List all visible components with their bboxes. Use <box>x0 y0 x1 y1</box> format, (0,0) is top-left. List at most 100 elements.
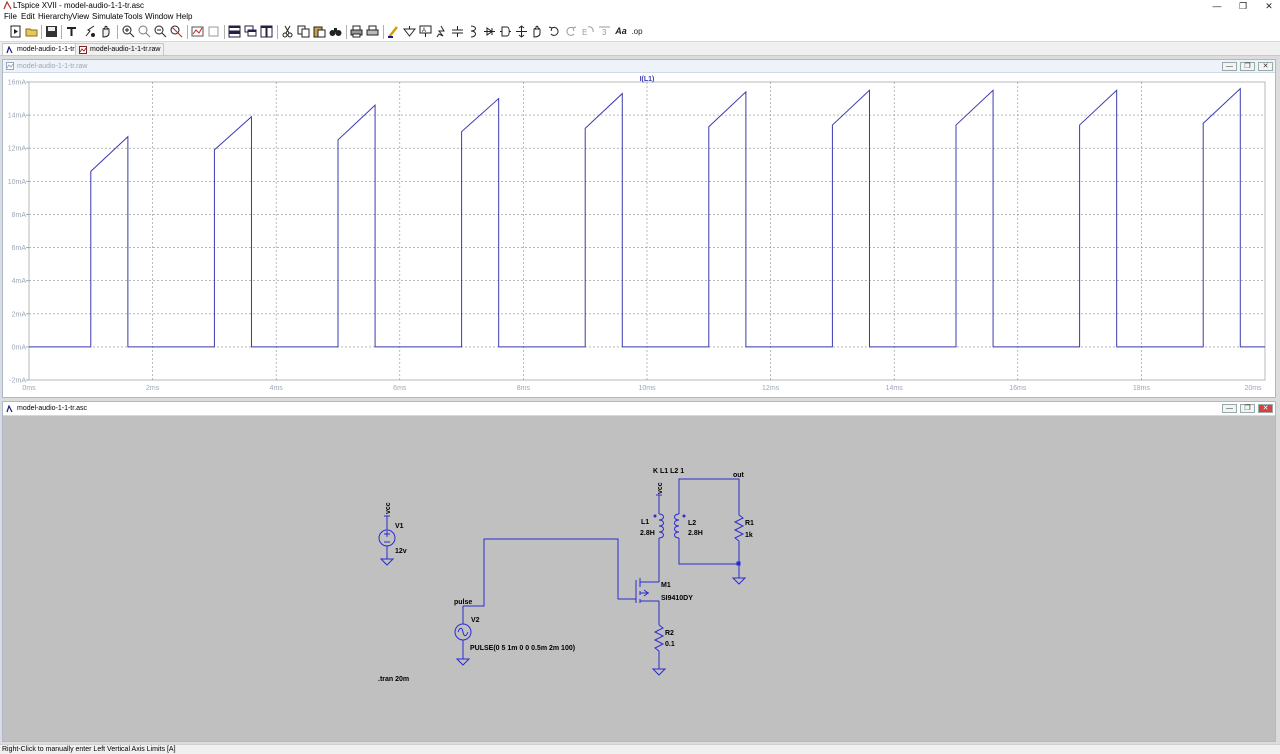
x-tick-label: 6ms <box>393 385 407 392</box>
x-tick-label: 0ms <box>22 385 36 392</box>
tab-waveform[interactable]: model-audio-1-1-tr.raw <box>75 43 165 55</box>
minimize-button[interactable]: — <box>1212 1 1222 11</box>
redo-icon[interactable] <box>564 25 577 38</box>
l2-value-label: 2.8H <box>688 530 703 537</box>
menu-edit[interactable]: Edit <box>21 12 35 21</box>
waveform-file-icon <box>79 46 87 54</box>
schematic-window-title: model-audio-1-1-tr.asc <box>17 405 88 412</box>
run-icon[interactable] <box>84 25 97 38</box>
spice-directive-tool[interactable]: .op <box>631 27 643 36</box>
autorange-icon[interactable] <box>191 25 204 38</box>
resistor-r2[interactable] <box>653 624 665 669</box>
ground-icon[interactable] <box>403 25 416 38</box>
wire-secondary[interactable] <box>678 478 740 565</box>
tile-vertical-icon[interactable] <box>260 25 273 38</box>
tran-directive[interactable]: .tran 20m <box>378 676 409 683</box>
move-icon[interactable] <box>515 25 528 38</box>
vcc-flag-l1[interactable] <box>656 494 662 514</box>
trace-i-l1[interactable] <box>29 87 1265 348</box>
wire-gate[interactable] <box>463 538 636 607</box>
cut-icon[interactable] <box>281 25 294 38</box>
component-icon[interactable] <box>499 25 512 38</box>
rotate-icon[interactable]: E <box>581 25 594 38</box>
vcc-flag-v1[interactable] <box>384 515 390 528</box>
mirror-icon[interactable]: 3 <box>598 25 611 38</box>
print-icon[interactable] <box>350 25 363 38</box>
capacitor-icon[interactable] <box>451 25 464 38</box>
undo-icon[interactable] <box>548 25 561 38</box>
zoom-fit-icon[interactable] <box>170 25 183 38</box>
menu-hierarchy[interactable]: Hierarchy <box>38 12 73 21</box>
x-tick-label: 2ms <box>146 385 160 392</box>
svg-text:3: 3 <box>602 28 607 37</box>
schematic-window-icon <box>6 405 13 413</box>
waveform-window-title: model-audio-1-1-tr.raw <box>17 63 88 70</box>
drag-icon[interactable] <box>531 25 544 38</box>
inductor-l2[interactable] <box>674 513 686 539</box>
tab-schematic[interactable]: model-audio-1-1-tr.asc <box>2 43 92 55</box>
r1-value-label: 1k <box>745 532 753 539</box>
x-tick-label: 18ms <box>1133 385 1151 392</box>
pan-icon[interactable] <box>138 25 151 38</box>
voltage-source-v2[interactable] <box>454 606 472 659</box>
diode-icon[interactable] <box>483 25 496 38</box>
schematic-canvas[interactable]: vcc V1 12v K L1 L2 1 out vcc L1 2.8H L2 … <box>3 417 1275 741</box>
save-icon[interactable] <box>45 25 58 38</box>
copy-icon[interactable] <box>297 25 310 38</box>
nmos-m1[interactable] <box>635 578 660 625</box>
draw-wire-icon[interactable] <box>387 25 400 38</box>
pulse-net-label[interactable]: pulse <box>454 599 472 606</box>
ground-v1[interactable] <box>379 558 395 566</box>
ground-r2[interactable] <box>651 668 667 676</box>
menu-help[interactable]: Help <box>176 12 193 21</box>
x-tick-label: 10ms <box>638 385 656 392</box>
schematic-close-button[interactable]: ✕ <box>1258 404 1273 413</box>
x-tick-label: 14ms <box>886 385 904 392</box>
menu-file[interactable]: File <box>4 12 17 21</box>
control-panel-icon[interactable] <box>65 25 78 38</box>
text-tool[interactable]: Aa <box>615 26 627 36</box>
schematic-minimize-button[interactable]: — <box>1222 404 1237 413</box>
resistor-r1[interactable] <box>733 514 745 578</box>
new-schematic-icon[interactable] <box>9 25 22 38</box>
ground-r1[interactable] <box>731 577 747 585</box>
maximize-button[interactable]: ❐ <box>1238 1 1248 11</box>
menu-view[interactable]: View <box>72 12 90 21</box>
label-net-icon[interactable]: A <box>419 25 432 38</box>
l1-name-label: L1 <box>641 519 649 526</box>
ground-v2[interactable] <box>455 658 471 666</box>
inductor-l1[interactable] <box>653 513 664 578</box>
find-icon[interactable] <box>329 25 342 38</box>
waveform-close-button[interactable]: ✕ <box>1258 62 1273 71</box>
waveform-plot[interactable]: I(L1)16mA14mA12mA10mA8mA6mA4mA2mA0mA-2mA… <box>3 74 1275 398</box>
zoom-out-icon[interactable] <box>154 25 167 38</box>
toolbar: A E 3 Aa .op <box>0 22 1280 42</box>
print-preview-icon[interactable] <box>366 25 379 38</box>
menu-window[interactable]: Window <box>145 12 174 21</box>
inductor-icon[interactable] <box>467 25 480 38</box>
menu-simulate[interactable]: Simulate <box>92 12 124 21</box>
y-tick-label: 14mA <box>8 113 27 120</box>
menu-tools[interactable]: Tools <box>124 12 143 21</box>
y-tick-label: 2mA <box>12 311 27 318</box>
schematic-restore-button[interactable]: ❐ <box>1240 404 1255 413</box>
resistor-icon[interactable] <box>435 25 448 38</box>
out-net-label[interactable]: out <box>733 472 745 479</box>
open-icon[interactable] <box>25 25 38 38</box>
trace-label[interactable]: I(L1) <box>640 76 655 83</box>
waveform-minimize-button[interactable]: — <box>1222 62 1237 71</box>
vcc-label-l1: vcc <box>657 482 664 494</box>
grid-icon[interactable] <box>207 25 220 38</box>
waveform-restore-button[interactable]: ❐ <box>1240 62 1255 71</box>
halt-icon[interactable] <box>100 25 113 38</box>
close-button[interactable]: ✕ <box>1265 1 1273 11</box>
zoom-in-icon[interactable] <box>122 25 135 38</box>
r2-name-label: R2 <box>665 630 674 637</box>
waveform-window-icon <box>6 62 14 70</box>
svg-text:A: A <box>422 28 426 34</box>
k-directive[interactable]: K L1 L2 1 <box>653 468 684 475</box>
tile-horizontal-icon[interactable] <box>228 25 241 38</box>
paste-icon[interactable] <box>313 25 326 38</box>
voltage-source-v1[interactable] <box>378 528 396 559</box>
cascade-icon[interactable] <box>244 25 257 38</box>
